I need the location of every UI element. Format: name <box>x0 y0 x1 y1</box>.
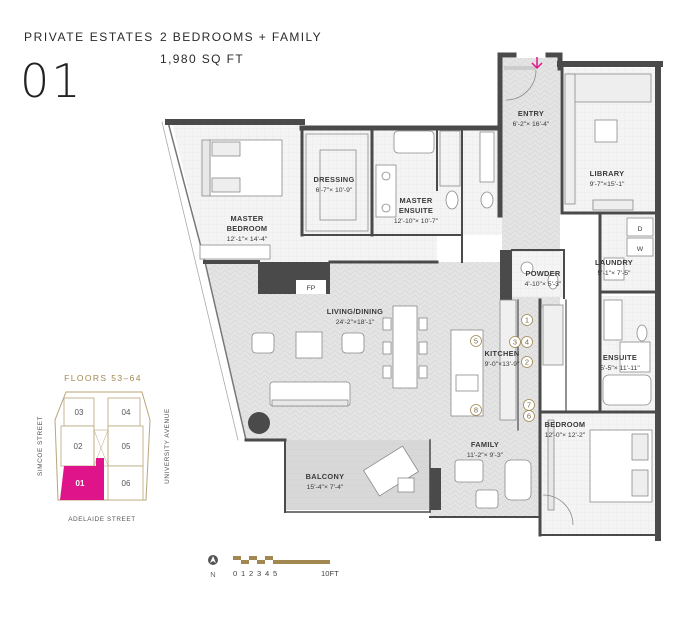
scale-tick-5: 5 <box>273 569 277 578</box>
room-balcony-name: BALCONY <box>306 472 345 481</box>
appliance-key-2: 2 <box>525 358 529 367</box>
scale-tick-0: 0 <box>233 569 237 578</box>
street-university: UNIVERSITY AVENUE <box>164 408 171 484</box>
room-family-dims: 11'-2"× 9'-3" <box>467 452 504 459</box>
entry-arrow-icon <box>531 57 543 70</box>
dryer-label: D <box>638 226 643 233</box>
key-unit-01: 01 <box>76 479 85 488</box>
room-master-bedroom-name: MASTER <box>230 214 263 223</box>
room-dressing-name: DRESSING <box>313 175 354 184</box>
room-master-bedroom-name2: BEDROOM <box>227 224 268 233</box>
room-master-ensuite-dims: 12'-10"× 10'-7" <box>394 218 439 225</box>
street-simcoe: SIMCOE STREET <box>37 416 44 476</box>
room-library-name: LIBRARY <box>590 169 625 178</box>
room-entry-name: ENTRY <box>518 109 544 118</box>
appliance-key-5: 5 <box>474 337 478 346</box>
appliance-key-6: 6 <box>527 412 531 421</box>
key-unit-06: 06 <box>122 479 131 488</box>
appliance-key-7: 7 <box>527 401 531 410</box>
room-laundry-dims: 5'-1"× 7'-5" <box>598 270 632 277</box>
scale-tick-2: 2 <box>249 569 253 578</box>
unit-number: 01 <box>20 54 83 108</box>
room-powder-dims: 4'-10"× 5'-3" <box>525 281 562 288</box>
room-kitchen-dims: 9'-0"×13'-9" <box>485 361 520 368</box>
key-unit-03: 03 <box>75 408 84 417</box>
appliance-key-4: 4 <box>525 338 529 347</box>
scale-bar <box>233 556 330 564</box>
north-label: N <box>210 570 215 579</box>
key-unit-04: 04 <box>122 408 131 417</box>
scale-tick-4: 4 <box>265 569 269 578</box>
key-plan-floors: FLOORS 53–64 <box>64 373 142 383</box>
fireplace-label-box <box>296 280 326 294</box>
scale-tick-3: 3 <box>257 569 261 578</box>
scale-tick-1: 1 <box>241 569 245 578</box>
room-entry-dims: 6'-2"× 16'-4" <box>513 121 550 128</box>
room-library-dims: 9'-7"×15'-1" <box>590 181 625 188</box>
room-family-name: FAMILY <box>471 440 499 449</box>
scale-end: 10FT <box>321 569 339 578</box>
unit-type: 2 BEDROOMS + FAMILY <box>160 30 323 44</box>
appliance-keys <box>470 314 535 422</box>
room-living-dims: 24'-2"×18'-1" <box>336 319 375 326</box>
washer-label: W <box>637 246 644 253</box>
appliance-key-1: 1 <box>525 316 529 325</box>
room-powder-name: POWDER <box>525 269 560 278</box>
room-bedroom-name: BEDROOM <box>545 420 586 429</box>
walls <box>161 52 663 541</box>
unit-area: 1,980 SQ FT <box>160 52 245 66</box>
fireplace-label: FP <box>307 285 316 292</box>
appliance-key-8: 8 <box>474 406 478 415</box>
room-laundry-name: LAUNDRY <box>595 258 633 267</box>
street-adelaide: ADELAIDE STREET <box>68 516 136 523</box>
room-master-bedroom-dims: 12'-1"× 14'-4" <box>227 236 268 243</box>
room-balcony-dims: 15'-4"× 7'-4" <box>307 484 344 491</box>
appliance-key-3: 3 <box>513 338 517 347</box>
structural-column <box>248 412 270 434</box>
key-unit-02: 02 <box>74 442 83 451</box>
key-unit-05: 05 <box>122 442 131 451</box>
room-bedroom-dims: 12'-0"× 12'-2" <box>545 432 586 439</box>
collection-title: PRIVATE ESTATES <box>24 30 154 44</box>
room-ensuite-name: ENSUITE <box>603 353 637 362</box>
room-dressing-dims: 6'-7"× 10'-9" <box>316 187 353 194</box>
room-living-name: LIVING/DINING <box>327 307 383 316</box>
north-arrow-icon <box>208 555 218 565</box>
room-kitchen-name: KITCHEN <box>485 349 520 358</box>
key-plan: FLOORS 53–64 03 04 02 05 01 06 SIMCOE ST… <box>37 373 171 523</box>
furniture <box>199 66 654 526</box>
room-master-ensuite-name2: ENSUITE <box>399 206 433 215</box>
room-ensuite-dims: 5'-5"× 11'-11" <box>600 365 640 372</box>
room-master-ensuite-name: MASTER <box>399 196 432 205</box>
